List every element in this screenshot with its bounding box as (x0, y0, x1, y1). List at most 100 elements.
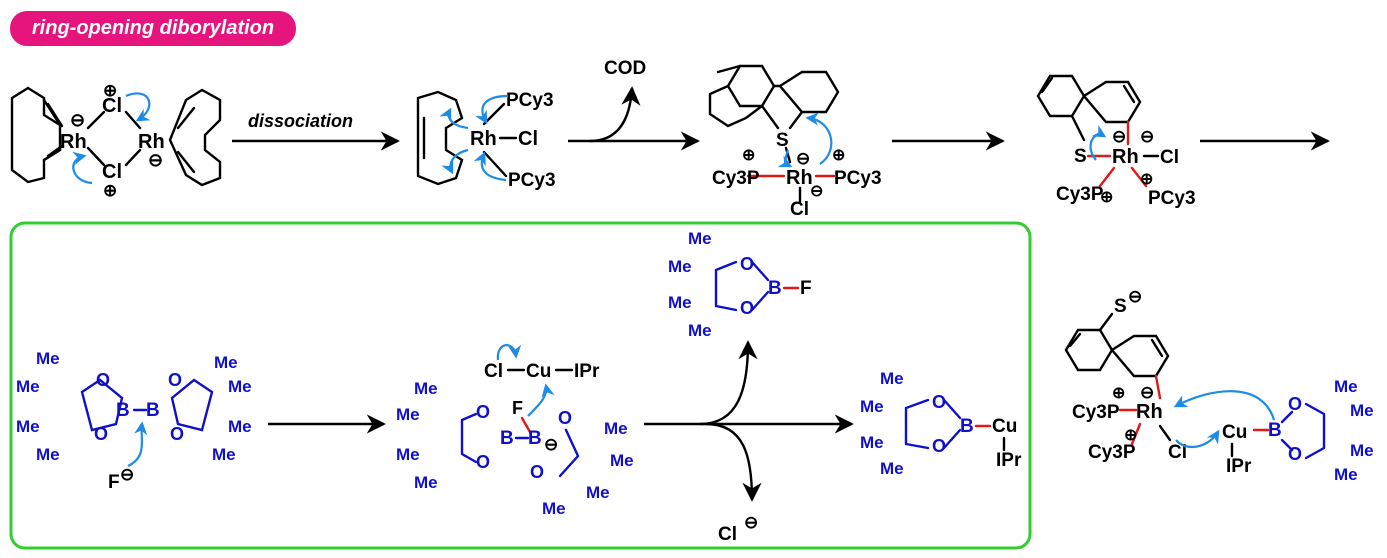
svg-text:Me: Me (668, 257, 692, 276)
svg-text:Me: Me (860, 433, 884, 452)
svg-text:⊖: ⊖ (1140, 127, 1154, 146)
svg-text:⊖: ⊖ (544, 435, 558, 454)
svg-text:B: B (116, 400, 130, 421)
svg-text:O: O (740, 254, 754, 274)
svg-text:⊕: ⊕ (832, 147, 845, 164)
svg-text:⊖: ⊖ (1128, 287, 1142, 306)
svg-text:Me: Me (586, 483, 610, 502)
svg-text:O: O (170, 424, 184, 444)
svg-text:Cy3P: Cy3P (1072, 402, 1120, 423)
pcy3-bottom: PCy3 (508, 170, 556, 191)
svg-text:Me: Me (604, 419, 628, 438)
svg-text:IPr: IPr (1226, 456, 1252, 477)
svg-text:⊕: ⊕ (103, 81, 117, 100)
svg-text:⊖: ⊖ (120, 465, 134, 484)
fluoride-label: F (108, 472, 120, 493)
fluoroborate-cucl-ipr: Cl Cu IPr F O O B B ⊖ O O Me Me Me Me Me… (396, 344, 634, 518)
svg-text:O: O (94, 424, 108, 444)
boryl-copper-ipr: Me Me Me Me O O B Cu IPr (860, 369, 1022, 478)
svg-text:B: B (1268, 420, 1282, 441)
svg-text:Cy3P: Cy3P (1088, 442, 1136, 463)
svg-text:⊕: ⊕ (742, 147, 755, 164)
svg-text:Me: Me (214, 353, 238, 372)
dissociation-label: dissociation (248, 111, 353, 131)
svg-text:F: F (512, 398, 523, 418)
rh-cod-phosphine-complex: Rh Cl PCy3 PCy3 (416, 90, 556, 191)
oxidative-addition-rh-complex: S Rh ⊖ ⊖ Cl Cy3P ⊕ PCy3 ⊕ (1036, 74, 1196, 209)
svg-text:F: F (800, 278, 812, 299)
svg-text:Me: Me (16, 417, 40, 436)
svg-text:Cl: Cl (1160, 147, 1179, 168)
svg-text:O: O (168, 370, 182, 390)
svg-text:O: O (740, 298, 754, 318)
svg-text:O: O (558, 408, 572, 428)
svg-text:Me: Me (212, 445, 236, 464)
svg-text:Cy3P: Cy3P (712, 168, 760, 189)
transmetalation-complex: S ⊖ Rh ⊖ Cy3P ⊕ Cy3P ⊕ Cl Cu IPr B O O M… (1064, 287, 1374, 484)
svg-text:⊖: ⊖ (148, 150, 163, 170)
svg-text:Me: Me (688, 321, 712, 340)
svg-text:Me: Me (1350, 441, 1374, 460)
b2pin2-fluoride: O O B B O O Me Me Me Me Me Me Me Me F ⊖ (16, 349, 252, 493)
svg-text:⊖: ⊖ (1140, 383, 1154, 402)
rh-center-3: Rh (786, 167, 813, 189)
svg-text:⊖: ⊖ (70, 110, 85, 130)
svg-text:Me: Me (414, 473, 438, 492)
svg-text:Me: Me (542, 499, 566, 518)
title-badge: ring-opening diborylation (10, 11, 296, 46)
svg-text:Me: Me (860, 397, 884, 416)
svg-text:Me: Me (36, 445, 60, 464)
svg-text:Cl: Cl (518, 128, 538, 150)
svg-text:Cl: Cl (1168, 442, 1187, 463)
rh-center-2: Rh (470, 128, 497, 150)
sulfur-4: S (1074, 146, 1087, 167)
svg-text:Me: Me (610, 451, 634, 470)
svg-text:Me: Me (414, 379, 438, 398)
rh-left-label: Rh (60, 131, 87, 153)
svg-text:O: O (96, 370, 110, 390)
svg-text:B: B (960, 416, 974, 437)
svg-text:⊕: ⊕ (1100, 189, 1113, 206)
svg-text:Cy3P: Cy3P (1056, 184, 1104, 205)
chloride-byproduct: Cl (718, 524, 737, 545)
svg-text:⊖: ⊖ (796, 149, 810, 168)
svg-text:Cl: Cl (790, 199, 809, 220)
svg-text:Me: Me (1350, 401, 1374, 420)
svg-text:B: B (768, 278, 782, 299)
cl-bottom-label: Cl (102, 161, 122, 183)
svg-text:Me: Me (880, 459, 904, 478)
svg-text:Me: Me (1334, 377, 1358, 396)
svg-text:Me: Me (228, 417, 252, 436)
rh-center-4: Rh (1112, 146, 1139, 168)
svg-text:B: B (528, 428, 542, 449)
svg-text:⊕: ⊕ (1112, 385, 1125, 402)
svg-text:⊕: ⊕ (1140, 171, 1153, 188)
svg-text:PCy3: PCy3 (1148, 188, 1196, 209)
svg-text:Me: Me (880, 369, 904, 388)
svg-text:Cu: Cu (1222, 422, 1247, 443)
cl-top-label: Cl (102, 95, 122, 117)
svg-text:⊕: ⊕ (1124, 427, 1137, 444)
svg-text:⊖: ⊖ (744, 513, 758, 532)
svg-text:Me: Me (36, 349, 60, 368)
svg-text:Me: Me (396, 445, 420, 464)
svg-text:Me: Me (16, 377, 40, 396)
fluoro-bpin-byproduct: Me Me Me Me O O B F (668, 229, 812, 340)
svg-text:IPr: IPr (574, 361, 600, 382)
svg-text:Me: Me (396, 405, 420, 424)
dibenzothiophene-rh-complex: S Rh ⊖ Cy3P ⊕ PCy3 ⊕ Cl ⊖ (708, 64, 882, 220)
pcy3-top: PCy3 (506, 90, 554, 111)
svg-text:Me: Me (668, 293, 692, 312)
rh-cod-chloride-dimer: Rh ⊖ Cl ⊕ Cl ⊕ Rh ⊖ (10, 81, 222, 200)
svg-text:⊖: ⊖ (810, 183, 823, 200)
svg-text:Cl: Cl (484, 361, 503, 382)
svg-text:O: O (1288, 394, 1302, 414)
svg-text:Rh: Rh (1136, 401, 1163, 423)
svg-text:Cu: Cu (526, 361, 551, 382)
svg-text:Me: Me (1334, 465, 1358, 484)
svg-text:Cu: Cu (992, 416, 1017, 437)
svg-text:O: O (530, 462, 544, 482)
svg-text:S: S (1114, 296, 1127, 317)
svg-text:⊖: ⊖ (1112, 127, 1126, 146)
